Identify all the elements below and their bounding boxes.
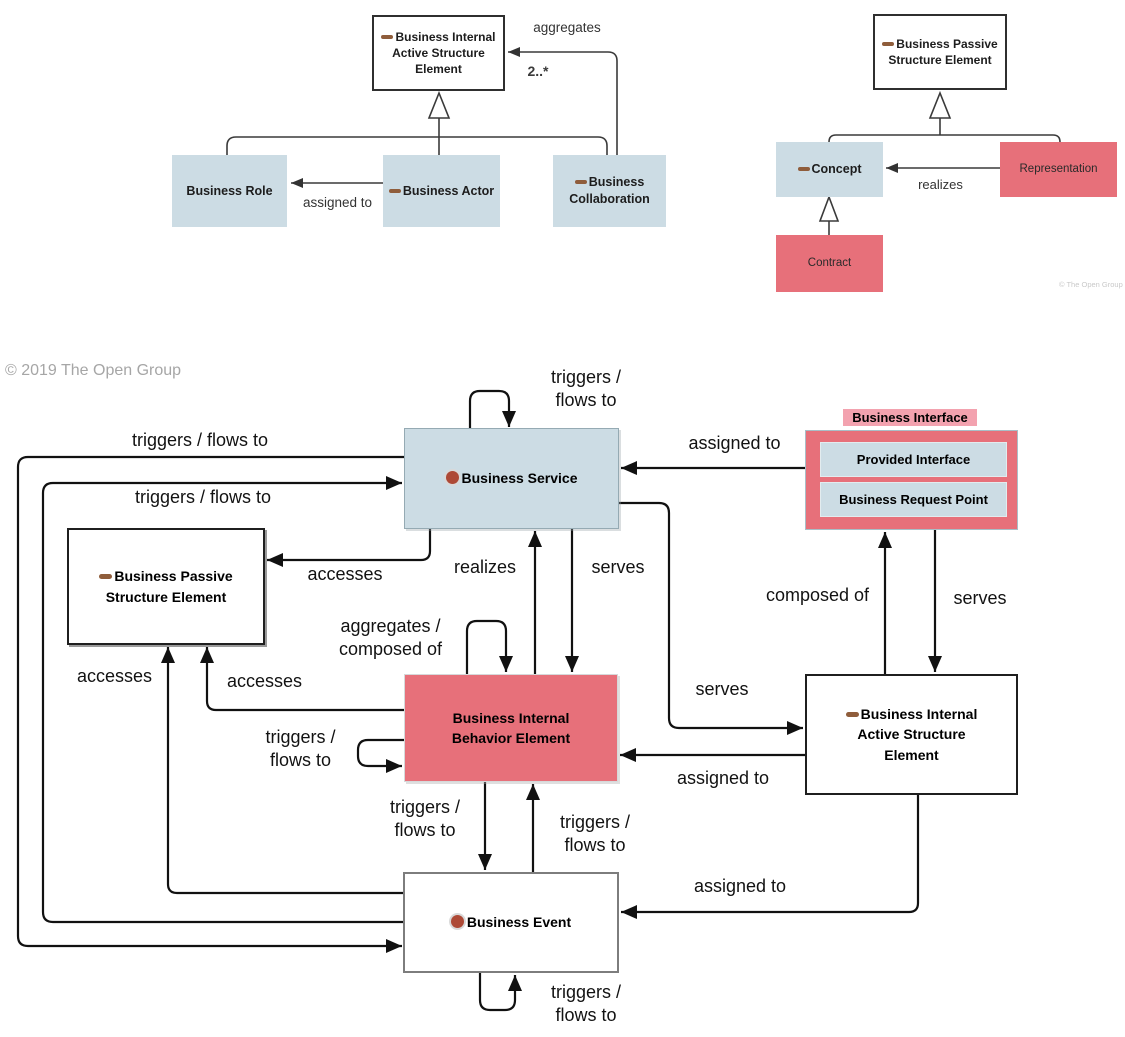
label-triggers-behavior-event: triggers / flows to — [389, 797, 461, 841]
label-business-interface: Business Interface — [843, 409, 977, 426]
element-dash-icon — [845, 712, 859, 718]
service-circle-icon — [445, 471, 459, 485]
label-aggregates: aggregates — [533, 20, 601, 35]
element-dash-icon — [574, 180, 587, 185]
main-edges — [16, 389, 942, 1012]
label-triggers-event-to-service: triggers / flows to — [134, 487, 272, 507]
copyright-small: © The Open Group — [1059, 280, 1123, 289]
edge-generalization-bus2 — [828, 134, 1061, 143]
label-assigned-to-top: assigned to — [302, 195, 373, 210]
edge-service-triggers-event — [16, 455, 404, 953]
label-realizes: realizes — [453, 557, 517, 577]
edge-event-triggers-service — [41, 476, 403, 924]
node-label: Business Role — [186, 183, 273, 198]
generalization-triangle-icon — [928, 90, 952, 119]
label-assigned-active-event: assigned to — [693, 876, 787, 896]
node-business-passive-structure-element-top: Business Passive Structure Element — [873, 14, 1007, 90]
label-assigned-active-behavior: assigned to — [676, 768, 770, 788]
node-label: Business Request Point — [839, 492, 988, 507]
node-business-passive-structure-element: Business Passive Structure Element — [67, 528, 265, 645]
element-dash-icon — [99, 574, 113, 580]
node-label: Business Event — [466, 914, 572, 931]
node-label: Provided Interface — [856, 452, 971, 467]
edge-service-serves-active — [619, 501, 803, 735]
element-dash-icon — [882, 41, 895, 46]
generalization-triangle-icon — [427, 90, 451, 119]
label-serves-service-behavior: serves — [591, 557, 645, 577]
label-serves-interface-active: serves — [953, 588, 1007, 608]
label-triggers-service-to-event: triggers / flows to — [131, 430, 269, 450]
label-triggers-behavior-self: triggers / flows to — [265, 727, 336, 771]
edge-service-self-triggers — [468, 389, 516, 428]
node-label: Business Actor — [402, 183, 495, 198]
node-business-event: Business Event — [403, 872, 619, 973]
node-label: Business Passive Structure Element — [888, 36, 998, 67]
node-label: Business Internal Active Structure Eleme… — [392, 29, 496, 77]
label-multiplicity: 2..* — [527, 63, 549, 79]
edge-behavior-self-aggregates — [465, 619, 513, 674]
node-label: Concept — [811, 162, 862, 177]
edge-event-self-triggers — [478, 973, 522, 1012]
element-dash-icon — [388, 188, 401, 193]
label-serves-service-active: serves — [695, 679, 749, 699]
node-business-actor: Business Actor — [383, 155, 500, 227]
edge-generalization-bus — [226, 136, 608, 155]
top-left-edges — [226, 47, 618, 188]
edge-aggregates — [508, 47, 618, 155]
label-triggers-service-self: triggers / flows to — [550, 367, 622, 411]
node-label: Business Internal Behavior Element — [451, 709, 571, 746]
node-label: Business Internal Active Structure Eleme… — [857, 706, 978, 763]
copyright-main: © 2019 The Open Group — [5, 362, 182, 379]
label-triggers-event-behavior: triggers / flows to — [559, 812, 631, 856]
edge-behavior-self-triggers — [356, 738, 404, 773]
label-aggregates-composed: aggregates / composed of — [338, 616, 443, 660]
label-triggers-event-self: triggers / flows to — [550, 982, 622, 1026]
event-circle-icon — [450, 915, 464, 929]
node-label: Business Collaboration — [569, 175, 650, 206]
node-contract: Contract — [776, 235, 883, 292]
label-accesses-behavior-passive: accesses — [226, 671, 303, 691]
node-provided-interface: Provided Interface — [820, 442, 1007, 477]
node-business-request-point: Business Request Point — [820, 482, 1007, 517]
node-label: Representation — [1019, 162, 1098, 175]
node-label: Business Passive Structure Element — [105, 568, 233, 605]
label-composed-of: composed of — [765, 585, 870, 605]
element-dash-icon — [381, 34, 394, 39]
label-realizes-top: realizes — [918, 177, 963, 192]
edge-active-assigned-event — [621, 795, 920, 919]
label-accesses-event-passive: accesses — [76, 666, 153, 686]
label-assigned-interface-service: assigned to — [688, 433, 781, 453]
top-right-edges — [818, 90, 1061, 235]
label-accesses-service-passive: accesses — [307, 564, 383, 584]
node-business-internal-behavior-element: Business Internal Behavior Element — [404, 674, 618, 782]
edge-behavior-accesses-passive — [200, 647, 404, 712]
node-concept: Concept — [776, 142, 883, 197]
node-business-internal-active-structure-element: Business Internal Active Structure Eleme… — [805, 674, 1018, 795]
edge-event-accesses-passive — [161, 647, 403, 895]
edge-service-accesses-passive — [267, 529, 432, 567]
node-business-service: Business Service — [404, 428, 619, 529]
node-business-collaboration: Business Collaboration — [553, 155, 666, 227]
element-dash-icon — [797, 167, 810, 172]
generalization-triangle-icon — [818, 194, 840, 222]
node-business-internal-active-structure-element-top: Business Internal Active Structure Eleme… — [372, 15, 505, 91]
node-business-role: Business Role — [172, 155, 287, 227]
node-label: Business Service — [461, 470, 578, 487]
node-label: Contract — [807, 256, 852, 269]
node-representation: Representation — [1000, 142, 1117, 197]
